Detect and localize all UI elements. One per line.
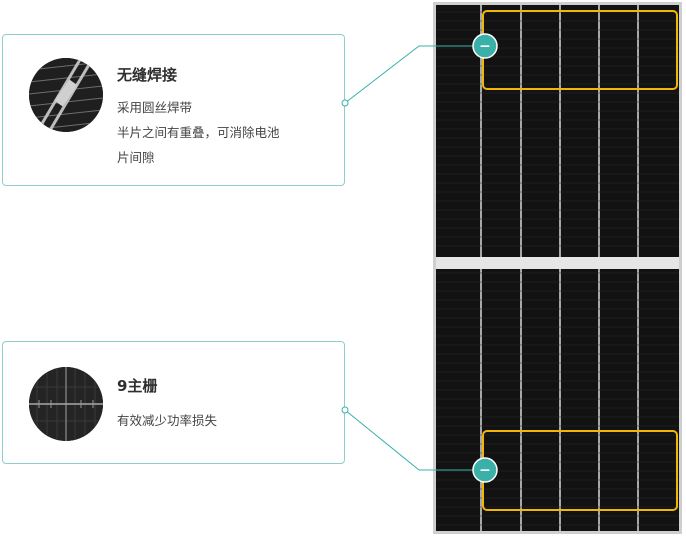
- highlight-box-top: [482, 10, 678, 90]
- feature-description-line: 有效减少功率损失: [117, 413, 218, 428]
- connector-dot-bottom: [341, 406, 349, 414]
- feature-card-seamless-welding: 无缝焊接 采用圆丝焊带 半片之间有重叠，可消除电池 片间隙: [2, 34, 345, 186]
- feature-title: 9主栅: [117, 377, 158, 395]
- panel-junction-gap: [436, 257, 679, 269]
- solar-panel: [433, 2, 682, 534]
- marker-symbol: −: [479, 463, 491, 479]
- feature-description: 有效减少功率损失: [117, 408, 217, 433]
- highlight-box-bottom: [482, 430, 678, 511]
- feature-description-line: 采用圆丝焊带: [117, 100, 193, 115]
- feature-card-9-busbar: 9主栅 有效减少功率损失: [2, 341, 345, 464]
- connector-line-bottom: [344, 409, 485, 471]
- marker-symbol: −: [479, 39, 491, 55]
- feature-description: 采用圆丝焊带 半片之间有重叠，可消除电池 片间隙: [117, 95, 280, 170]
- connector-line-top: [344, 45, 485, 104]
- marker-top[interactable]: −: [472, 33, 498, 59]
- feature-description-line: 片间隙: [117, 150, 155, 165]
- minus-icon: [472, 33, 498, 59]
- feature-description-line: 半片之间有重叠，可消除电池: [117, 125, 280, 140]
- connector-dot-top: [341, 99, 349, 107]
- busbar-cell-closeup-icon: [29, 367, 103, 441]
- marker-bottom[interactable]: −: [472, 457, 498, 483]
- minus-icon: [472, 457, 498, 483]
- feature-title: 无缝焊接: [117, 66, 178, 84]
